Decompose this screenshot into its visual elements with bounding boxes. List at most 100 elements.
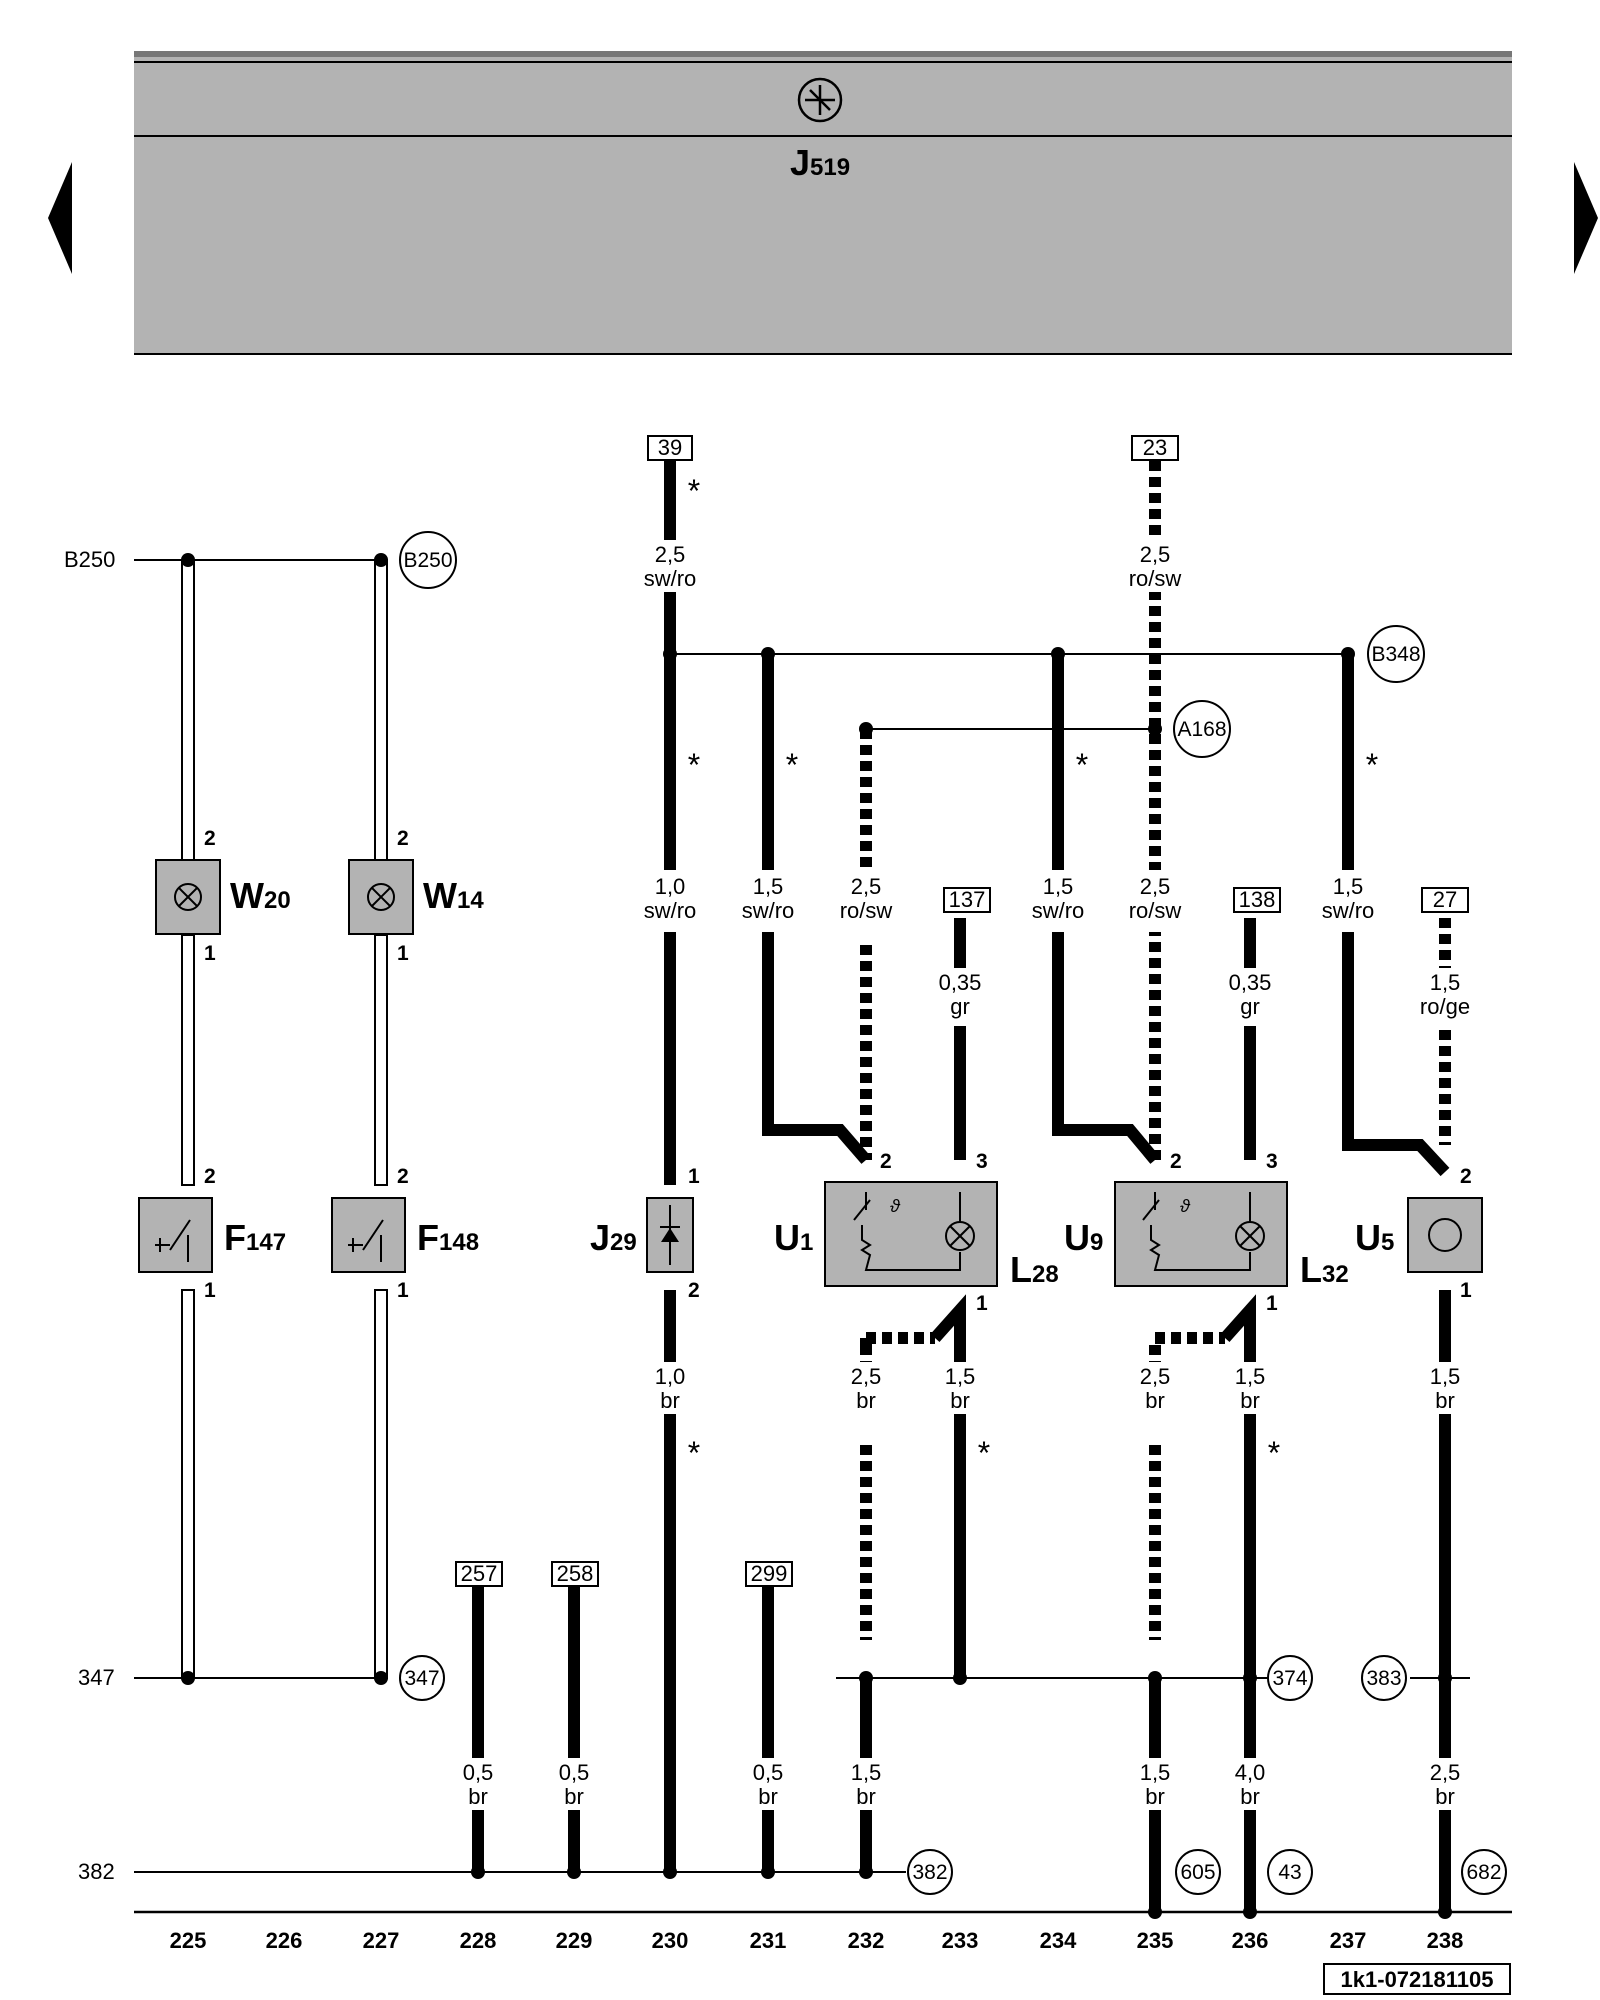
svg-text:ro/sw: ro/sw <box>1129 566 1182 591</box>
svg-text:2,5: 2,5 <box>851 1364 882 1389</box>
svg-text:br: br <box>1145 1784 1165 1809</box>
svg-text:*: * <box>1076 747 1088 783</box>
circled-nodes <box>399 531 1507 1895</box>
asterisk-circle-icon <box>797 77 843 123</box>
svg-text:227: 227 <box>363 1928 400 1953</box>
svg-text:1,5: 1,5 <box>945 1364 976 1389</box>
svg-text:W20: W20 <box>230 875 291 916</box>
svg-text:236: 236 <box>1232 1928 1269 1953</box>
svg-text:*: * <box>786 747 798 783</box>
svg-text:br: br <box>1145 1388 1165 1413</box>
svg-text:F148: F148 <box>417 1217 479 1258</box>
svg-text:1,5: 1,5 <box>1235 1364 1266 1389</box>
svg-text:228: 228 <box>460 1928 497 1953</box>
svg-text:*: * <box>978 1435 990 1471</box>
component-u9-l32[interactable]: ϑ U9 L32 <box>1064 1181 1349 1290</box>
svg-text:1,5: 1,5 <box>1333 874 1364 899</box>
svg-text:L32: L32 <box>1300 1249 1349 1290</box>
svg-text:0,5: 0,5 <box>559 1760 590 1785</box>
svg-text:2,5: 2,5 <box>1140 1364 1171 1389</box>
node-382: 382 <box>912 1861 947 1884</box>
svg-text:gr: gr <box>950 994 970 1019</box>
svg-text:0,35: 0,35 <box>939 970 982 995</box>
svg-text:235: 235 <box>1137 1928 1174 1953</box>
node-a168: A168 <box>1177 718 1226 741</box>
svg-text:225: 225 <box>170 1928 207 1953</box>
svg-text:1,5: 1,5 <box>1140 1760 1171 1785</box>
svg-text:2: 2 <box>688 1279 700 1302</box>
node-682: 682 <box>1466 1861 1501 1884</box>
svg-text:L28: L28 <box>1010 1249 1059 1290</box>
component-f147[interactable]: F147 <box>138 1197 286 1273</box>
ref-138: 138 <box>1239 887 1276 912</box>
bus-label-347: 347 <box>78 1665 115 1690</box>
svg-text:*: * <box>688 1435 700 1471</box>
ref-39: 39 <box>658 435 682 460</box>
svg-text:1,5: 1,5 <box>1430 1364 1461 1389</box>
svg-text:2: 2 <box>397 1165 409 1188</box>
svg-text:br: br <box>758 1784 778 1809</box>
svg-text:br: br <box>1240 1388 1260 1413</box>
svg-text:br: br <box>468 1784 488 1809</box>
svg-text:1k1-072181105: 1k1-072181105 <box>1341 1967 1494 1992</box>
component-u1-l28[interactable]: ϑ U1 L28 <box>774 1181 1059 1290</box>
svg-text:232: 232 <box>848 1928 885 1953</box>
dashed-wires <box>860 461 1451 1640</box>
svg-text:1: 1 <box>1460 1279 1472 1302</box>
ref-258: 258 <box>557 1561 594 1586</box>
svg-text:U1: U1 <box>774 1217 813 1258</box>
svg-text:br: br <box>1240 1784 1260 1809</box>
svg-text:gr: gr <box>1240 994 1260 1019</box>
svg-text:br: br <box>950 1388 970 1413</box>
component-w20[interactable]: W20 <box>155 859 291 935</box>
bus-label-b250: B250 <box>64 547 115 572</box>
svg-text:0,5: 0,5 <box>463 1760 494 1785</box>
previous-page-arrow[interactable] <box>48 162 72 274</box>
svg-text:W14: W14 <box>423 875 484 916</box>
svg-text:br: br <box>1435 1388 1455 1413</box>
node-383: 383 <box>1366 1667 1401 1690</box>
svg-text:*: * <box>688 747 700 783</box>
svg-text:238: 238 <box>1427 1928 1464 1953</box>
svg-text:1: 1 <box>976 1292 988 1315</box>
svg-text:F147: F147 <box>224 1217 286 1258</box>
svg-text:U5: U5 <box>1355 1217 1394 1258</box>
svg-text:*: * <box>1366 747 1378 783</box>
component-u5[interactable]: U5 <box>1355 1197 1483 1273</box>
bus-lines <box>134 559 1512 1914</box>
svg-text:2: 2 <box>204 827 216 850</box>
svg-text:2,5: 2,5 <box>1140 874 1171 899</box>
svg-text:3: 3 <box>976 1150 988 1173</box>
svg-text:sw/ro: sw/ro <box>742 898 795 923</box>
component-f148[interactable]: F148 <box>331 1197 479 1273</box>
svg-text:1,5: 1,5 <box>1043 874 1074 899</box>
node-347: 347 <box>404 1667 439 1690</box>
svg-text:0,5: 0,5 <box>753 1760 784 1785</box>
svg-text:ϑ: ϑ <box>1180 1196 1191 1216</box>
svg-text:2: 2 <box>1170 1150 1182 1173</box>
svg-text:233: 233 <box>942 1928 979 1953</box>
svg-text:229: 229 <box>556 1928 593 1953</box>
svg-text:1: 1 <box>397 942 409 965</box>
svg-text:1,5: 1,5 <box>753 874 784 899</box>
node-605: 605 <box>1180 1861 1215 1884</box>
svg-text:4,0: 4,0 <box>1235 1760 1266 1785</box>
svg-text:ro/sw: ro/sw <box>1129 898 1182 923</box>
pin-numbers: 2 1 2 1 2 1 2 1 1 2 2 3 1 2 3 1 2 1 <box>204 827 1472 1315</box>
svg-text:230: 230 <box>652 1928 689 1953</box>
component-j29[interactable]: J29 <box>590 1197 694 1273</box>
component-w14[interactable]: W14 <box>348 859 484 935</box>
svg-text:226: 226 <box>266 1928 303 1953</box>
svg-text:1: 1 <box>1266 1292 1278 1315</box>
svg-text:237: 237 <box>1330 1928 1367 1953</box>
svg-text:1,5: 1,5 <box>1430 970 1461 995</box>
node-43: 43 <box>1278 1861 1301 1884</box>
svg-text:1,5: 1,5 <box>851 1760 882 1785</box>
svg-text:sw/ro: sw/ro <box>1032 898 1085 923</box>
asterisk-markers: * * * * * * * * <box>688 473 1378 1471</box>
next-page-arrow[interactable] <box>1574 162 1598 274</box>
svg-text:br: br <box>1435 1784 1455 1809</box>
ref-27: 27 <box>1433 887 1457 912</box>
svg-text:ro/ge: ro/ge <box>1420 994 1470 1019</box>
